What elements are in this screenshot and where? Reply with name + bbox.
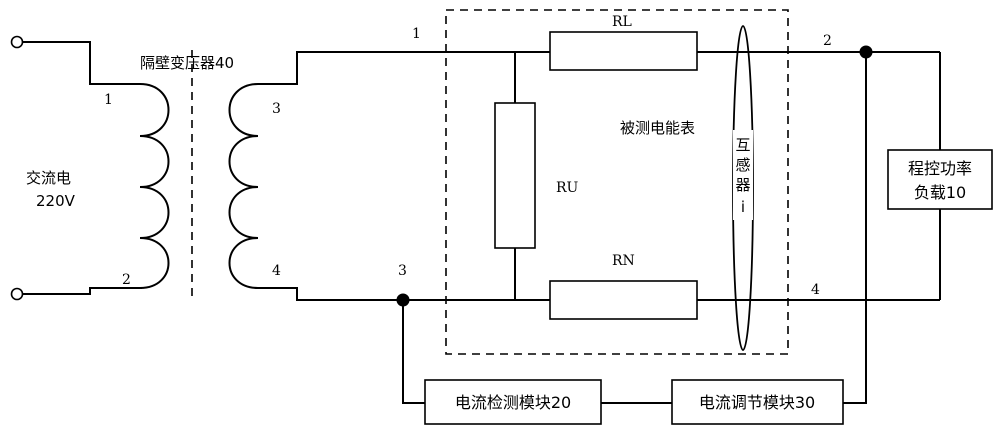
current-detect-module — [424, 379, 602, 425]
node-label-1: 1 — [412, 26, 421, 42]
current-adjust-label: 电流调节模块30 — [699, 393, 815, 412]
mutual-inductor-char1: 互 — [735, 136, 750, 154]
mutual-inductor-label-bg — [733, 130, 753, 220]
resistor-ru — [494, 102, 536, 249]
resistor-rn — [549, 280, 698, 320]
primary-coil — [139, 83, 170, 289]
meter-boundary — [445, 9, 789, 355]
transformer-pin-4: 4 — [272, 263, 281, 279]
detect-left-wire — [402, 300, 425, 404]
secondary-bottom-wire — [258, 287, 550, 301]
source-label-line1: 交流电 — [26, 169, 71, 187]
resistor-rn-label: RN — [612, 253, 635, 269]
current-adjust-module — [671, 379, 844, 425]
load-label-line2: 负载10 — [914, 183, 966, 202]
mutual-inductor-char4: i — [741, 198, 745, 216]
secondary-top-wire — [258, 51, 550, 85]
primary-top-wire — [23, 41, 140, 85]
adjust-right-wire — [843, 52, 867, 404]
resistor-ru-label: RU — [556, 180, 579, 196]
source-pin-2: 2 — [122, 272, 131, 288]
meter-label: 被测电能表 — [620, 119, 695, 137]
source-label-line2: 220V — [36, 192, 76, 210]
transformer-pin-3: 3 — [272, 101, 281, 117]
resistor-rl — [549, 31, 698, 71]
node-label-4: 4 — [811, 282, 820, 298]
secondary-coil — [228, 83, 259, 289]
programmable-load-box — [887, 149, 993, 210]
source-pin-1: 1 — [104, 92, 113, 108]
load-label-line1: 程控功率 — [908, 159, 972, 178]
terminal-bottom — [10, 287, 24, 301]
mutual-inductor-char3: 器 — [735, 176, 750, 194]
primary-bottom-wire — [23, 287, 142, 295]
current-detect-label: 电流检测模块20 — [455, 393, 571, 412]
mutual-inductor-char2: 感 — [735, 156, 750, 174]
node-label-3: 3 — [398, 263, 407, 279]
terminal-top — [10, 35, 24, 49]
node-label-2: 2 — [823, 33, 832, 49]
transformer-label: 隔壁变压器40 — [140, 54, 234, 72]
resistor-rl-label: RL — [612, 14, 632, 30]
